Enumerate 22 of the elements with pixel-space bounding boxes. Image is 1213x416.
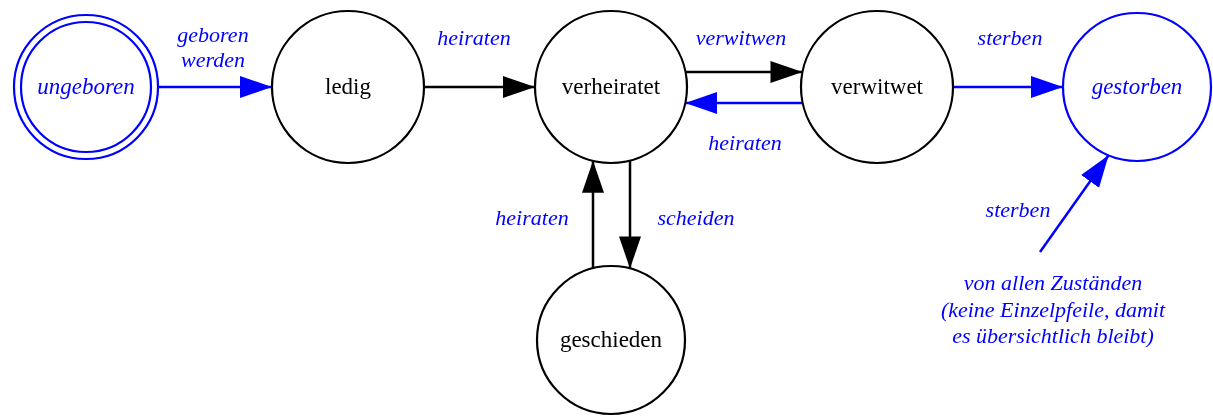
note-text: von allen Zuständen bbox=[963, 270, 1143, 297]
arrow bbox=[685, 61, 803, 83]
state-label: geschieden bbox=[559, 326, 663, 354]
arrow bbox=[582, 160, 604, 269]
state-label: ledig bbox=[325, 73, 371, 101]
arrow bbox=[619, 160, 641, 269]
state-circle bbox=[533, 9, 689, 165]
arrow bbox=[1039, 154, 1110, 253]
state-label: verheiratet bbox=[561, 73, 661, 101]
state-circle bbox=[535, 264, 687, 416]
note-text: (keine Einzelpfeile, damit es übersichtlich bleibt) bbox=[939, 296, 1167, 350]
arrow bbox=[953, 76, 1063, 98]
state-circle bbox=[12, 13, 160, 161]
arrow bbox=[158, 76, 272, 98]
arrow bbox=[685, 92, 803, 114]
state-circle bbox=[1061, 11, 1213, 163]
state-label: gestorben bbox=[1091, 73, 1183, 101]
state-circle bbox=[799, 9, 955, 165]
state-label: verwitwet bbox=[831, 73, 923, 101]
state-label: ungeboren bbox=[37, 73, 135, 101]
arrow bbox=[424, 76, 535, 98]
state-circle bbox=[270, 9, 426, 165]
